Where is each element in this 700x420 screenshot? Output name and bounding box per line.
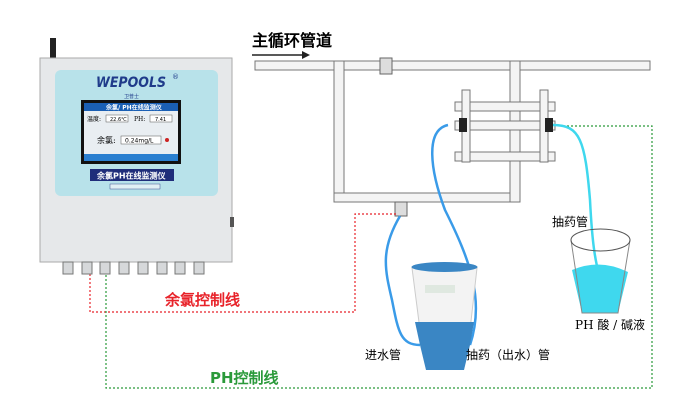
ph-value: 7.41 <box>155 117 166 123</box>
sample-valve <box>394 201 408 217</box>
flow-arrow-icon <box>252 51 310 59</box>
brand-logo: WEPOOLS <box>96 75 166 91</box>
fitting <box>459 118 467 132</box>
ph-control-label: PH控制线 <box>210 369 279 387</box>
model-label: 余氯PH在线监测仪 <box>96 171 167 181</box>
brand-sub: 卫普士 <box>124 93 139 100</box>
chlorine-value: 0.24mg/L <box>125 138 154 145</box>
chlorine-control-label: 余氯控制线 <box>164 291 240 309</box>
ph-label: PH: <box>134 116 145 123</box>
sensor-bucket <box>411 262 478 370</box>
alarm-indicator <box>165 138 169 142</box>
chlorine-control-line <box>89 213 398 313</box>
ph-liquid-label: PH 酸 / 碱液 <box>575 317 645 332</box>
inlet-pipe-label: 进水管 <box>365 347 401 362</box>
outlet-pipe-label: 抽药（出水）管 <box>466 347 550 362</box>
monitor-device: WEPOOLS ® 卫普士 余氯/ PH在线监测仪 温度: 22.6℃ PH: … <box>39 38 234 275</box>
dosing-fitting <box>545 118 553 132</box>
inlet-tube <box>384 215 421 347</box>
chlorine-label: 余氯: <box>97 135 116 145</box>
screen-title: 余氯/ PH在线监测仪 <box>105 104 163 112</box>
main-pipe <box>254 60 651 203</box>
temp-value: 22.6℃ <box>110 117 127 123</box>
temp-label: 温度: <box>87 115 101 123</box>
ph-liquid-cup <box>570 228 631 314</box>
dosing-pipe-label: 抽药管 <box>552 214 588 229</box>
outlet-tube <box>431 123 478 346</box>
title: 主循环管道 <box>252 31 332 50</box>
valve <box>379 57 393 75</box>
cable-glands <box>62 261 205 275</box>
registered-mark: ® <box>172 73 179 81</box>
antenna <box>50 38 56 58</box>
